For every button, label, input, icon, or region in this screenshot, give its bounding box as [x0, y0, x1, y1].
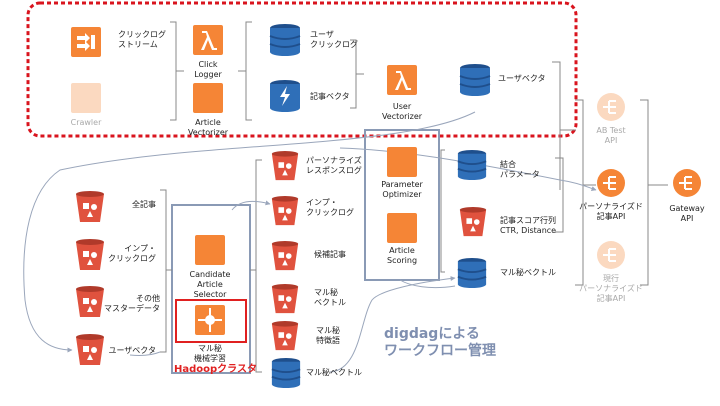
user-vector-left-label: ユーザベクタ [108, 346, 156, 355]
clickstream-label: クリックログストリーム [118, 30, 166, 49]
api-gateway-icon [673, 169, 701, 197]
s3-bucket-icon [76, 191, 104, 222]
current-personalized-api-label: 現行パーソナライズド記事API [579, 274, 643, 303]
personalized-api-label: パーソナライズド記事API [579, 202, 643, 221]
s3-bucket-icon [271, 151, 299, 181]
secret-features-label: マル秘特徴語 [316, 326, 340, 345]
dynamodb-table-icon [457, 257, 487, 289]
emr-cluster-icon [195, 305, 225, 335]
ec2-instance-icon [387, 147, 417, 177]
s3-bucket-icon [76, 239, 104, 270]
combined-params-label: 結合パラメータ [500, 160, 540, 179]
dynamodb-table-icon [269, 24, 301, 56]
user-clicklog-label: ユーザクリックログ [310, 30, 358, 49]
crawler-label: Crawler [70, 118, 102, 127]
s3-bucket-icon [271, 284, 299, 314]
ec2-instance-icon [387, 213, 417, 243]
candidate-articles-label: 候補記事 [314, 250, 346, 259]
lambda-icon [387, 65, 417, 95]
s3-bucket-icon [459, 207, 487, 237]
api-gateway-icon [597, 241, 625, 269]
s3-bucket-icon [76, 286, 104, 317]
secret-vector-bottom-label: マル秘ベクトル [306, 368, 362, 377]
all-articles-label: 全記事 [132, 200, 156, 209]
ec2-instance-icon [195, 235, 225, 265]
kinesis-icon [71, 27, 101, 57]
scoring-group [364, 129, 440, 281]
s3-bucket-icon [271, 321, 299, 351]
s3-bucket-icon [271, 196, 299, 226]
s3-bucket-icon [76, 334, 104, 365]
realtime-region [26, 1, 578, 138]
api-gateway-icon [597, 93, 625, 121]
hadoop-cluster-label: Hadoopクラスタ [174, 364, 257, 375]
ml-learning-label: マル秘機械学習 [194, 344, 226, 363]
imp-clicklog-mid-label: インプ・クリックログ [306, 198, 354, 217]
hadoop-group [171, 204, 251, 374]
secret-vector-mid-label: マル秘ベクトル [314, 288, 346, 307]
secret-vector-right-label: マル秘ベクトル [500, 268, 556, 277]
dynamodb-table-icon [457, 149, 487, 181]
dynamodb-table-icon [459, 64, 491, 96]
other-master-label: その他マスターデータ [104, 294, 160, 313]
ec2-instance-icon [193, 83, 223, 113]
s3-bucket-icon [271, 241, 299, 271]
dynamodb-table-icon [271, 357, 301, 389]
imp-clicklog-left-label: インプ・クリックログ [108, 244, 156, 263]
lambda-icon [193, 25, 223, 55]
user-vector-label: ユーザベクタ [498, 74, 546, 83]
api-gateway-icon [597, 169, 625, 197]
digdag-caption: digdagによるワークフロー管理 [384, 326, 496, 359]
crawler-instance-icon [71, 83, 101, 113]
dynamodb-stream-icon [270, 80, 300, 112]
ml-highlight [175, 299, 247, 343]
article-vector-label: 記事ベクタ [310, 92, 350, 101]
personalize-response-log-label: パーソナライズレスポンスログ [306, 156, 362, 175]
